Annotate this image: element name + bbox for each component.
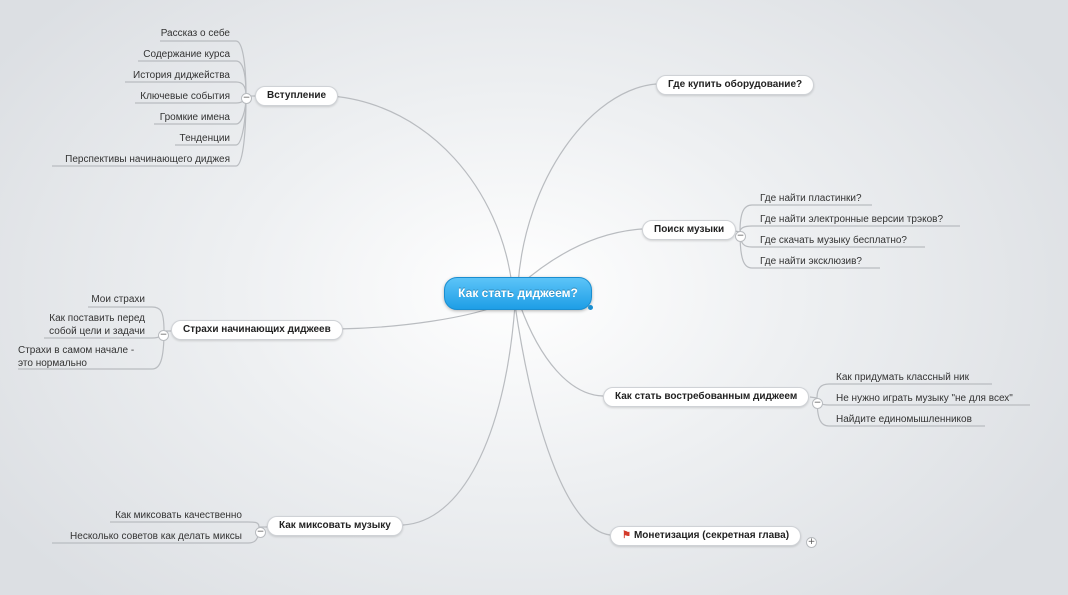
topic-equipment[interactable]: Где купить оборудование?: [656, 75, 815, 95]
red-flag-icon: ⚑: [622, 530, 631, 541]
leaf-music-3[interactable]: Где скачать музыку бесплатно?: [760, 235, 907, 246]
leaf-demand-2[interactable]: Не нужно играть музыку "не для всех": [836, 393, 1013, 404]
leaf-mixing-1[interactable]: Как миксовать качественно: [115, 510, 242, 521]
leaf-intro-6[interactable]: Тенденции: [179, 133, 230, 144]
collapse-toggle-music[interactable]: −: [735, 231, 746, 242]
leaf-intro-2[interactable]: Содержание курса: [143, 49, 230, 60]
leaf-music-2[interactable]: Где найти электронные версии трэков?: [760, 214, 944, 225]
topic-monetization[interactable]: ⚑Монетизация (секретная глава): [610, 526, 802, 546]
leaf-music-4[interactable]: Где найти эксклюзив?: [760, 256, 862, 267]
link-intro: [331, 95, 513, 286]
leaf-intro-3[interactable]: История диджейства: [133, 70, 230, 81]
collapse-toggle-demand[interactable]: −: [812, 398, 823, 409]
leaf-music-1[interactable]: Где найти пластинки?: [760, 193, 862, 204]
link-mixing: [402, 304, 516, 526]
collapse-toggle-fears[interactable]: −: [158, 330, 169, 341]
central-topic[interactable]: Как стать диджеем?: [444, 277, 592, 310]
link-demand: [519, 304, 604, 397]
expand-toggle-monetization[interactable]: +: [806, 537, 817, 548]
link-music: [519, 228, 643, 286]
topic-monetization-label: Монетизация (секретная глава): [633, 530, 790, 541]
topic-music[interactable]: Поиск музыки: [642, 220, 737, 240]
topic-fears[interactable]: Страхи начинающих диджеев: [171, 320, 343, 340]
leaf-demand-3[interactable]: Найдите единомышленников: [836, 414, 972, 425]
leaf-fears-3[interactable]: Страхи в самом начале - это нормально: [18, 345, 135, 369]
leaf-mixing-2[interactable]: Несколько советов как делать миксы: [70, 531, 242, 542]
leaf-fears-2[interactable]: Как поставить перед собой цели и задачи: [49, 313, 145, 337]
leaf-intro-7[interactable]: Перспективы начинающего диджея: [65, 154, 230, 165]
leaf-intro-1[interactable]: Рассказ о себе: [160, 28, 230, 39]
link-monetization: [514, 304, 611, 536]
link-equipment: [517, 83, 657, 286]
leaf-demand-1[interactable]: Как придумать классный ник: [836, 372, 970, 383]
topic-demand[interactable]: Как стать востребованным диджеем: [603, 387, 810, 407]
leaf-fears-1[interactable]: Мои страхи: [91, 294, 145, 305]
collapse-toggle-intro[interactable]: −: [241, 93, 252, 104]
central-topic-handle[interactable]: [588, 305, 593, 310]
collapse-toggle-mixing[interactable]: −: [255, 527, 266, 538]
topic-mixing[interactable]: Как миксовать музыку: [267, 516, 403, 536]
leaf-intro-5[interactable]: Громкие имена: [159, 112, 230, 123]
topic-intro[interactable]: Вступление: [255, 86, 339, 106]
leaf-intro-4[interactable]: Ключевые события: [140, 91, 230, 102]
